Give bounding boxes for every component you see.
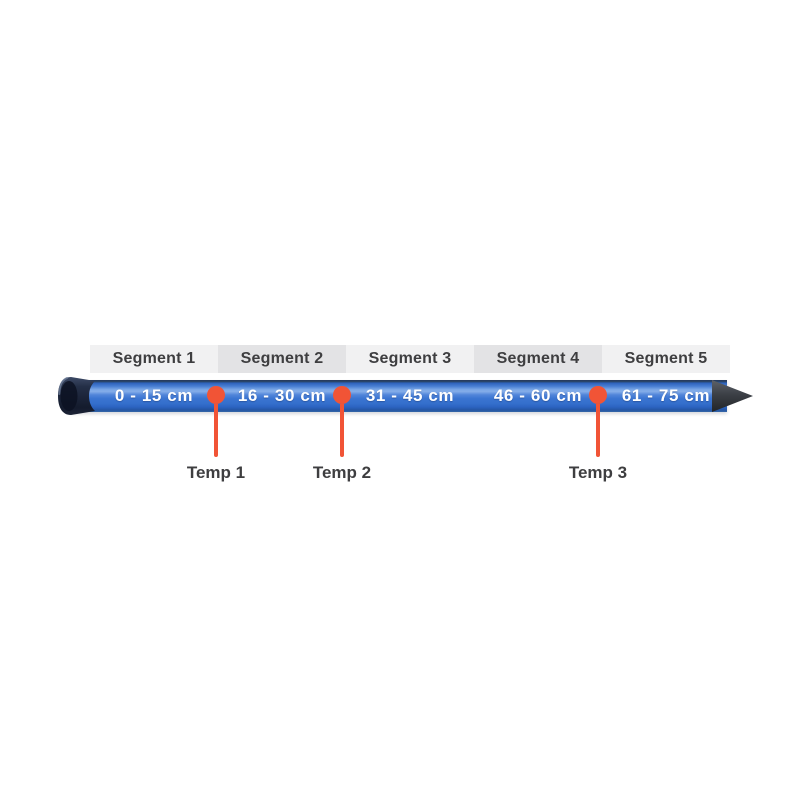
sensor-pointer-line <box>214 404 218 457</box>
temp-sensor-label-3: Temp 3 <box>568 463 628 482</box>
temp-sensor-label-1: Temp 1 <box>186 463 246 482</box>
sensor-pointer-line <box>340 404 344 457</box>
probe-end-cap <box>58 377 95 415</box>
depth-range-row: 0 - 15 cm 16 - 30 cm 31 - 45 cm 46 - 60 … <box>90 380 730 412</box>
segment-header-2: Segment 2 <box>218 345 346 373</box>
segment-header-5: Segment 5 <box>602 345 730 373</box>
segment-header-4: Segment 4 <box>474 345 602 373</box>
depth-range-3: 31 - 45 cm <box>365 386 455 405</box>
segment-header-1: Segment 1 <box>90 345 218 373</box>
depth-range-5: 61 - 75 cm <box>621 386 711 405</box>
segment-header-row: Segment 1 Segment 2 Segment 3 Segment 4 … <box>90 345 730 373</box>
probe-rod-tube <box>66 380 727 412</box>
depth-range-1: 0 - 15 cm <box>114 386 194 405</box>
depth-range-4: 46 - 60 cm <box>493 386 583 405</box>
segment-header-3: Segment 3 <box>346 345 474 373</box>
probe-tip <box>712 380 753 412</box>
depth-range-2: 16 - 30 cm <box>237 386 327 405</box>
temp-sensor-marker-3: Temp 3 <box>538 386 658 483</box>
temp-sensor-marker-1: Temp 1 <box>156 386 276 483</box>
temp-sensor-marker-2: Temp 2 <box>282 386 402 483</box>
sensor-pointer-line <box>596 404 600 457</box>
temp-sensor-label-2: Temp 2 <box>312 463 372 482</box>
sensor-dot-icon <box>207 386 225 404</box>
sensor-dot-icon <box>589 386 607 404</box>
sensor-dot-icon <box>333 386 351 404</box>
